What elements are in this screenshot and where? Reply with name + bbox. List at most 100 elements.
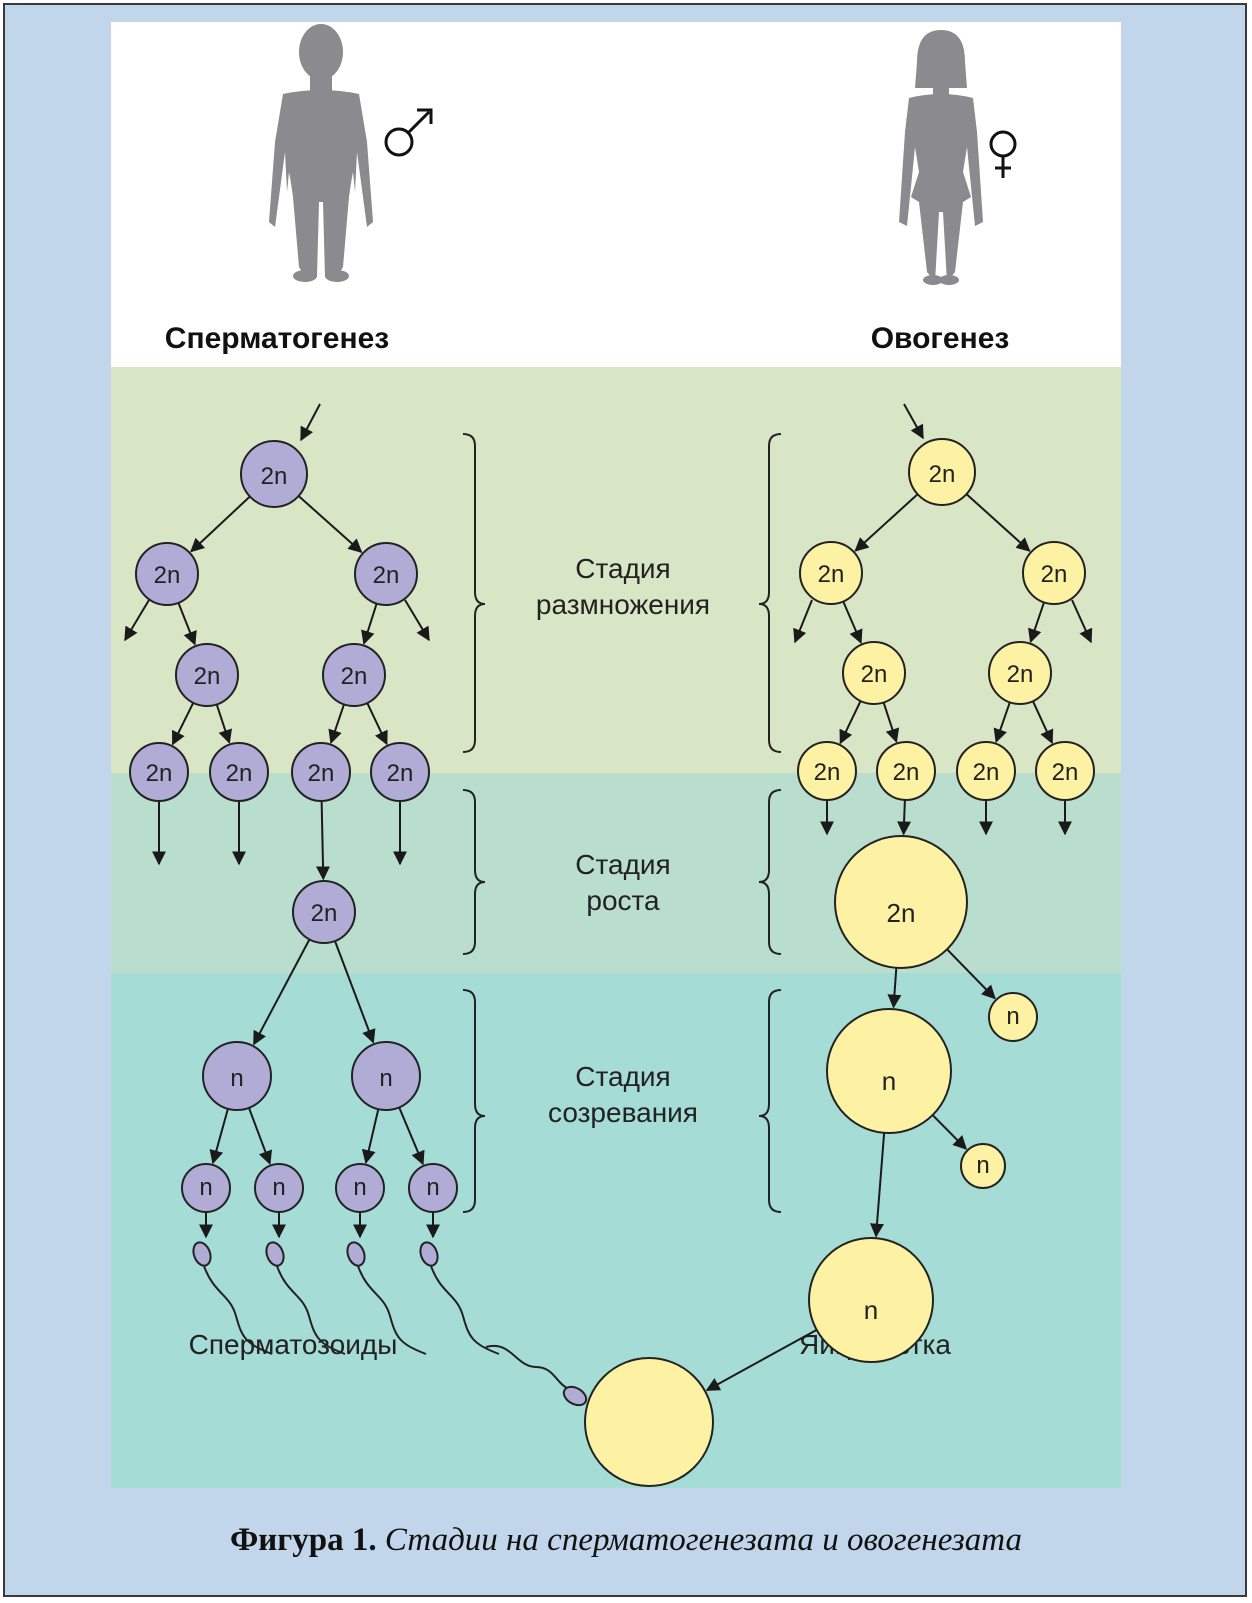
sperm-icon xyxy=(265,1241,346,1355)
svg-text:2n: 2n xyxy=(887,898,916,928)
polar-body-cell: n xyxy=(988,992,1038,1042)
svg-text:n: n xyxy=(199,1174,212,1201)
svg-text:n: n xyxy=(230,1065,243,1092)
male-cell-haploid: n xyxy=(202,1041,272,1111)
lineage-arrow xyxy=(215,704,232,744)
svg-text:n: n xyxy=(976,1152,989,1179)
svg-text:2n: 2n xyxy=(194,663,221,690)
female-column-title: Овогенез xyxy=(871,322,1010,355)
lineage-arrow xyxy=(842,601,863,644)
lineage-arrow xyxy=(965,493,1031,552)
lineage-arrow xyxy=(124,599,150,642)
stage-2-line-2: роста xyxy=(586,885,660,916)
svg-text:2n: 2n xyxy=(818,561,845,588)
female-silhouette-icon xyxy=(899,30,983,285)
female-cell-diploid: 2n xyxy=(876,741,936,801)
male-silhouette-icon xyxy=(269,24,373,282)
svg-text:n: n xyxy=(353,1174,366,1201)
male-cell-haploid: n xyxy=(408,1163,458,1213)
svg-text:2n: 2n xyxy=(1041,561,1068,588)
sperm-label: Сперматозоиды xyxy=(189,1329,398,1360)
lineage-arrow xyxy=(903,403,924,440)
male-cell-diploid: 2n xyxy=(129,742,189,802)
lineage-arrow xyxy=(297,495,363,553)
sperm-icon xyxy=(346,1241,427,1355)
lineage-arrow xyxy=(252,938,311,1046)
lineage-arrow xyxy=(882,702,900,743)
svg-text:2n: 2n xyxy=(893,759,920,786)
svg-text:2n: 2n xyxy=(814,759,841,786)
lineage-arrow xyxy=(793,599,813,644)
svg-text:n: n xyxy=(864,1295,878,1325)
sperm-icon xyxy=(419,1241,500,1355)
svg-text:2n: 2n xyxy=(226,760,253,787)
lineage-arrow xyxy=(870,1132,886,1238)
svg-text:n: n xyxy=(1006,1003,1019,1030)
lineage-arrow xyxy=(190,495,251,553)
lineage-arrow xyxy=(361,603,378,645)
lineage-arrow xyxy=(1028,602,1045,644)
female-cell-diploid: 2n xyxy=(1022,541,1086,605)
lineage-arrow xyxy=(404,599,430,642)
male-cell-diploid: 2n xyxy=(291,742,351,802)
lineage-arrow xyxy=(366,702,388,746)
male-cell-haploid: n xyxy=(335,1163,385,1213)
stage-2-line-1: Стадия xyxy=(575,849,670,880)
caption-text: Стадии на сперматогенезата и овогенезата xyxy=(384,1522,1023,1558)
female-cell-diploid: 2n xyxy=(842,641,906,705)
female-cell-haploid: n xyxy=(826,1008,952,1134)
gametogenesis-diagram: Сперматогенез Овогенез Стадия размножени… xyxy=(111,22,1121,1488)
svg-text:2n: 2n xyxy=(154,562,181,589)
fertilized-egg xyxy=(584,1357,714,1487)
lineage-arrow xyxy=(300,403,321,442)
lineage-arrow xyxy=(897,799,912,836)
female-cell-diploid: 2n xyxy=(988,641,1052,705)
svg-text:2n: 2n xyxy=(311,900,338,927)
svg-text:2n: 2n xyxy=(1007,661,1034,688)
stage-3-line-2: созревания xyxy=(548,1097,698,1128)
male-cell-diploid: 2n xyxy=(135,542,199,606)
male-cell-diploid: 2n xyxy=(370,742,430,802)
lineage-arrow xyxy=(705,1328,818,1392)
stage-1-line-2: размножения xyxy=(536,589,710,620)
caption-label: Фигура 1. xyxy=(229,1522,377,1558)
svg-text:n: n xyxy=(272,1174,285,1201)
lineage-arrow xyxy=(1071,599,1093,644)
lineage-arrow xyxy=(839,700,862,745)
lineage-arrow xyxy=(177,602,197,646)
male-symbol-icon xyxy=(384,108,433,157)
lineage-arrow xyxy=(361,1108,380,1165)
lineage-arrow xyxy=(248,1107,273,1165)
lineage-arrow xyxy=(316,800,331,881)
polar-body-cell: n xyxy=(960,1143,1006,1189)
female-cell-diploid: 2n xyxy=(1035,741,1095,801)
male-cell-haploid: n xyxy=(351,1041,421,1111)
svg-text:2n: 2n xyxy=(973,759,1000,786)
svg-text:2n: 2n xyxy=(146,760,173,787)
stage-3-line-1: Стадия xyxy=(575,1061,670,1092)
lineage-arrow xyxy=(398,1106,425,1166)
stage-multiplication-band xyxy=(111,367,1121,773)
svg-text:2n: 2n xyxy=(373,562,400,589)
female-cell-haploid: n xyxy=(808,1237,934,1363)
stage-braces xyxy=(462,433,782,1213)
svg-text:2n: 2n xyxy=(387,760,414,787)
svg-text:2n: 2n xyxy=(929,461,956,488)
sperm-icon xyxy=(192,1241,273,1355)
sperm-group xyxy=(192,1241,588,1407)
svg-text:2n: 2n xyxy=(308,760,335,787)
svg-text:n: n xyxy=(379,1065,392,1092)
female-cell-diploid: 2n xyxy=(799,541,863,605)
lineage-arrow xyxy=(993,701,1011,744)
male-column-title: Сперматогенез xyxy=(165,322,389,355)
lineage-arrow xyxy=(1032,700,1054,745)
stage-1-line-1: Стадия xyxy=(575,553,670,584)
svg-text:2n: 2n xyxy=(1052,759,1079,786)
svg-text:2n: 2n xyxy=(261,463,288,490)
lineage-arrows xyxy=(124,403,1093,1392)
female-cell-diploid: 2n xyxy=(908,438,976,506)
lineage-arrow xyxy=(854,493,919,552)
male-cell-diploid: 2n xyxy=(322,643,386,707)
male-cell-diploid: 2n xyxy=(240,440,308,508)
svg-text:n: n xyxy=(426,1174,439,1201)
